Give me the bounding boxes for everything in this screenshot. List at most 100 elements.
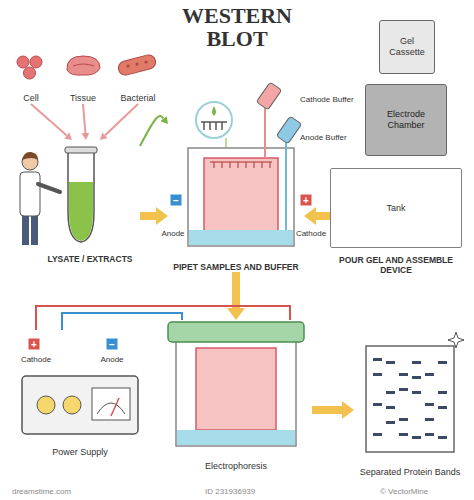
blot-sheet	[438, 391, 447, 394]
flow-arrow	[232, 272, 240, 308]
power-wire	[36, 306, 290, 330]
power-supply	[22, 376, 138, 434]
source-icon: Cell	[8, 46, 54, 104]
blot-sheet	[399, 418, 408, 421]
terminal-label: Cathode	[21, 356, 51, 365]
pipet-tank	[188, 148, 294, 246]
node-label: Gel Cassette	[383, 36, 431, 58]
flow-arrow	[140, 116, 164, 146]
electrode-sign: +	[301, 195, 312, 206]
gel-cassette-box: Gel Cassette	[379, 20, 435, 74]
pipet-tank	[276, 116, 301, 144]
flow-arrow	[31, 104, 67, 135]
blot-sheet	[425, 418, 434, 421]
bacteria-icon	[117, 53, 157, 76]
electrophoresis-unit	[196, 348, 276, 430]
power-wire	[62, 313, 182, 330]
tissue-icon	[73, 64, 94, 66]
bacteria-icon	[127, 65, 130, 68]
scientist-figure	[38, 184, 60, 192]
power-supply	[111, 398, 119, 416]
blot-sheet	[386, 406, 395, 409]
pipet-tank	[210, 162, 272, 168]
test-tube	[65, 147, 97, 242]
node-label: Separated Protein Bands	[360, 467, 461, 478]
flow-arrow	[83, 104, 85, 133]
pipet-tank	[201, 122, 227, 130]
bacteria-icon	[145, 61, 148, 64]
tank-box: TankPOUR GEL AND ASSEMBLE DEVICE	[330, 168, 462, 248]
bacteria-icon	[117, 53, 157, 76]
power-supply	[97, 403, 125, 414]
buffer-label: Cathode Buffer	[300, 96, 354, 105]
blot-sheet	[399, 388, 408, 391]
cell-icon	[17, 56, 29, 68]
power-supply	[63, 396, 81, 414]
blot-sheet	[438, 436, 447, 439]
blot-sheet	[373, 358, 382, 361]
node-label: Tissue	[70, 93, 96, 104]
test-tube	[68, 152, 94, 242]
electrode-label: Cathode	[296, 230, 326, 239]
blot-sheet	[366, 346, 454, 452]
pipet-tank	[256, 82, 281, 110]
scientist-figure	[20, 152, 60, 245]
electrophoresis-unit	[168, 322, 304, 446]
flow-arrow	[140, 212, 156, 220]
tissue-icon	[67, 56, 100, 75]
blot-sheet	[412, 376, 421, 379]
flow-arrow	[312, 406, 342, 414]
blot-sheet	[386, 421, 395, 424]
flow-arrow	[316, 212, 330, 220]
test-tube	[65, 147, 97, 153]
pipet-tank	[264, 106, 266, 158]
blot-sheet	[373, 433, 382, 436]
pipet-tank	[189, 230, 293, 245]
blot-sheet	[412, 436, 421, 439]
pipet-tank	[285, 140, 287, 230]
node-label: LYSATE / EXTRACTS	[47, 254, 132, 264]
node-label: PIPET SAMPLES AND BUFFER	[173, 262, 298, 272]
node-label: Power Supply	[52, 447, 108, 458]
pipet-tank	[196, 102, 232, 138]
blot-sheet	[425, 403, 434, 406]
watermark: dreamstime.com	[12, 488, 71, 497]
step-panel: PIPET SAMPLES AND BUFFER	[168, 96, 304, 272]
node-label: Tank	[386, 203, 405, 214]
source-icon: Bacterial	[110, 46, 166, 104]
buffer-label: Anode Buffer	[300, 134, 347, 143]
cell-icon	[17, 56, 42, 79]
blot-sheet	[366, 332, 464, 452]
pipet-tank	[204, 158, 278, 234]
scientist-figure	[20, 172, 40, 216]
flow-arrow	[105, 104, 138, 135]
bacteria-icon	[136, 63, 139, 66]
power-supply	[22, 376, 138, 434]
blot-panel: Separated Protein Bands	[354, 336, 466, 478]
step-heading: POUR GEL AND ASSEMBLE DEVICE	[333, 255, 459, 275]
terminal-label: Anode	[100, 356, 123, 365]
electrophoresis-unit	[168, 322, 304, 342]
source-icon: Tissue	[58, 46, 108, 104]
test-tube	[69, 182, 93, 241]
terminal-sign: −	[107, 339, 118, 350]
blot-sheet	[399, 433, 408, 436]
scientist-figure	[22, 152, 38, 160]
electrophoresis-unit	[177, 430, 295, 445]
pipet-tank	[212, 106, 216, 116]
watermark: ID 231936939	[205, 488, 255, 497]
pipet-tank	[188, 82, 302, 246]
blot-sheet	[438, 361, 447, 364]
scientist-figure	[31, 214, 38, 245]
blot-sheet	[386, 391, 395, 394]
blot-sheet	[399, 373, 408, 376]
node-label: Cell	[23, 93, 39, 104]
blot-sheet	[373, 373, 382, 376]
blot-sheet	[425, 433, 434, 436]
cell-icon	[24, 67, 36, 79]
watermark: © VectorMine	[380, 488, 428, 497]
electrode-label: Anode	[161, 230, 184, 239]
